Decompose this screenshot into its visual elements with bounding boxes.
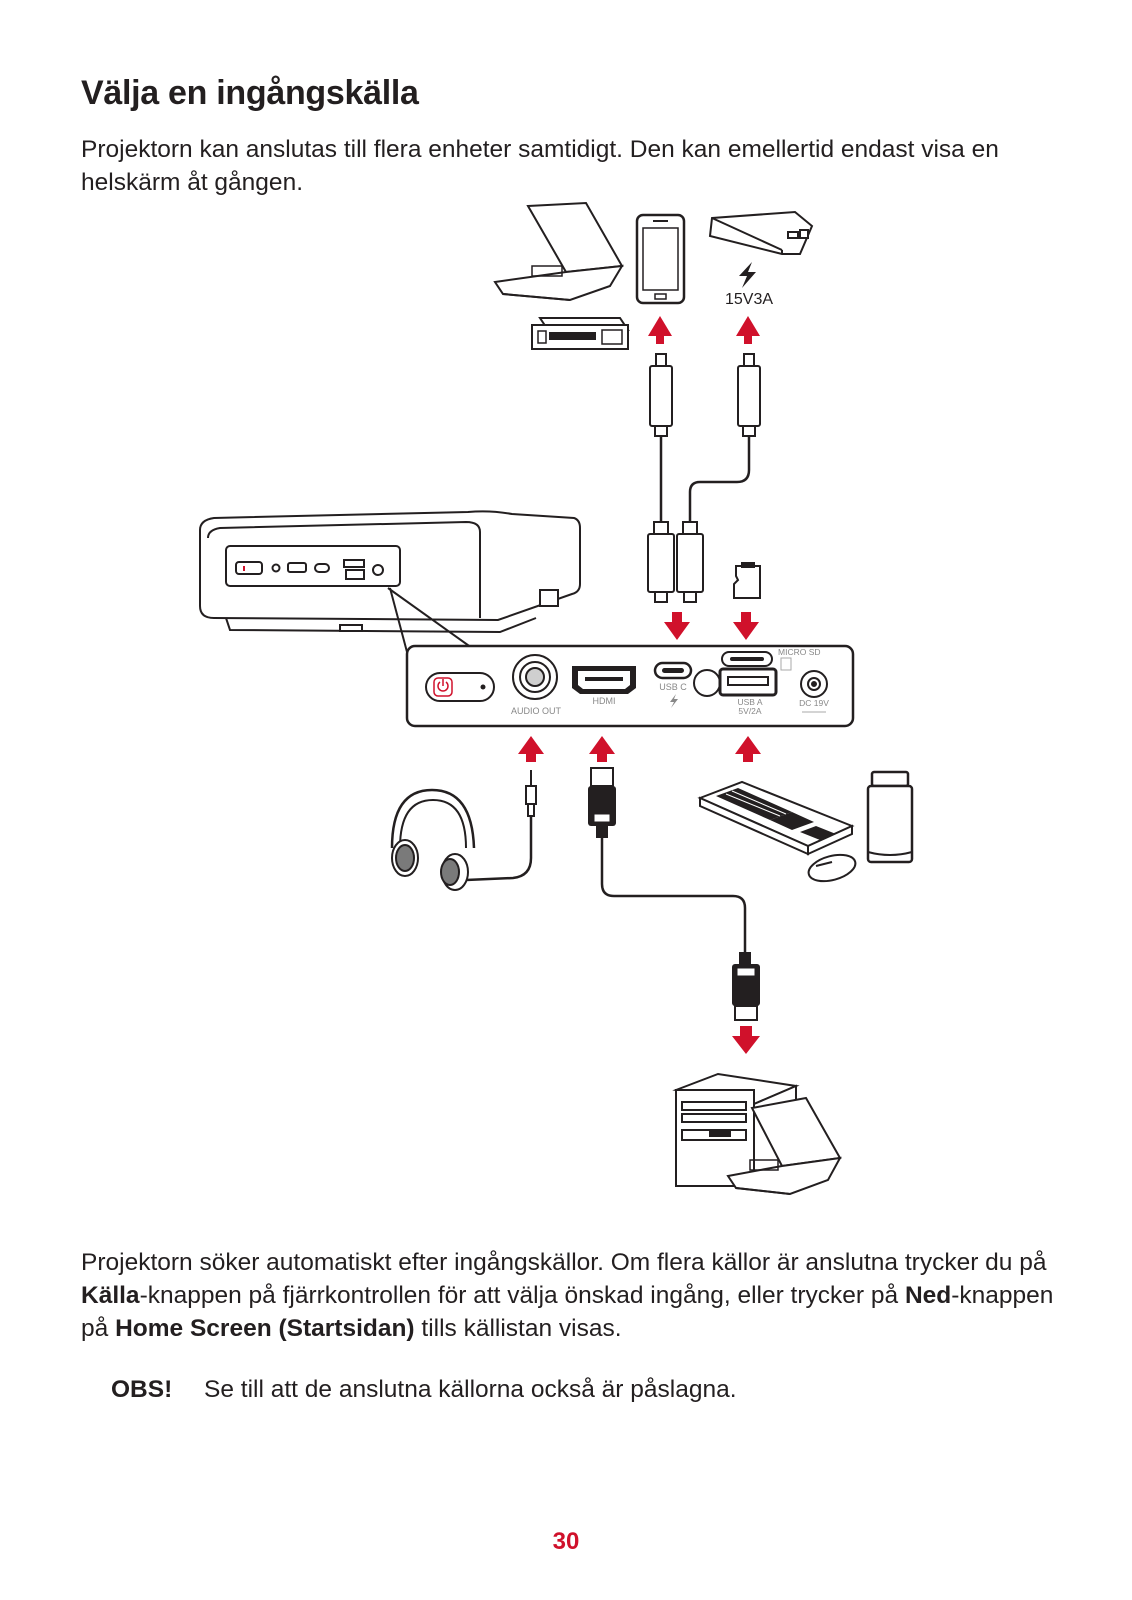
keyboard-icon	[697, 780, 855, 856]
audio-jack-icon	[525, 770, 537, 817]
headphones-icon	[390, 788, 476, 891]
usb-c-port	[653, 661, 693, 680]
port-panel: AUDIO OUT HDMI USB C MICRO SD USB A 5	[405, 644, 855, 728]
laptop-icon	[493, 201, 624, 302]
arrow-up-icon	[518, 736, 761, 762]
lightning-icon	[739, 262, 756, 288]
note-label: OBS!	[111, 1376, 173, 1403]
body-text-2: -knappen på fjärrkontrollen för att välj…	[139, 1282, 905, 1309]
page-number: 30	[552, 1528, 580, 1555]
usb-c-cable-2	[676, 353, 761, 603]
audio-out-label: AUDIO OUT	[511, 706, 562, 716]
usb-a-spec-label: 5V/2A	[738, 706, 761, 716]
body-text-1: Projektorn söker automatiskt efter ingån…	[81, 1249, 1047, 1276]
power-button-icon	[425, 672, 495, 702]
body-text-3: -knappen på	[81, 1282, 1054, 1342]
body-text-4: tills källistan visas.	[414, 1315, 622, 1342]
micro-sd-card-icon	[733, 562, 761, 599]
micro-sd-slot	[721, 651, 773, 667]
arrow-down-icon	[664, 612, 759, 640]
usb-a-port	[718, 667, 778, 697]
dc-port	[800, 670, 828, 698]
down-button-name: Ned	[904, 1282, 952, 1309]
laptop-icon	[726, 1096, 842, 1196]
arrow-down-icon	[732, 1026, 760, 1054]
note: OBS! Se till att de anslutna källorna ock…	[111, 1376, 737, 1404]
dc-label: DC 19V	[799, 698, 829, 708]
note-text: Se till att de anslutna källorna också ä…	[204, 1376, 737, 1403]
projector-icon	[199, 510, 581, 634]
power-bank-icon	[708, 210, 814, 255]
home-screen-name: Home Screen (Startsidan)	[115, 1315, 415, 1342]
hdmi-cable-icon	[588, 767, 760, 1021]
arrow-up-icon	[648, 316, 760, 344]
power-spec-label: 15V3A	[725, 291, 773, 308]
usb-c-label: USB C	[659, 682, 687, 692]
page-title: Välja en ingångskälla	[81, 74, 419, 112]
intro-paragraph: Projektorn kan anslutas till flera enhet…	[81, 136, 999, 196]
mouse-icon	[807, 853, 857, 883]
usb-a-label: USB A	[737, 697, 762, 707]
source-search-paragraph: Projektorn söker automatiskt efter ingån…	[81, 1246, 1071, 1345]
hdmi-label: HDMI	[593, 696, 616, 706]
audio-out-port	[512, 654, 558, 700]
smartphone-icon	[635, 213, 686, 305]
micro-sd-label: MICRO SD	[778, 647, 821, 657]
source-button-name: Källa	[81, 1282, 140, 1309]
dvd-player-icon	[531, 317, 630, 350]
hdmi-port	[572, 666, 636, 694]
usb-dongle-icon	[866, 770, 914, 864]
